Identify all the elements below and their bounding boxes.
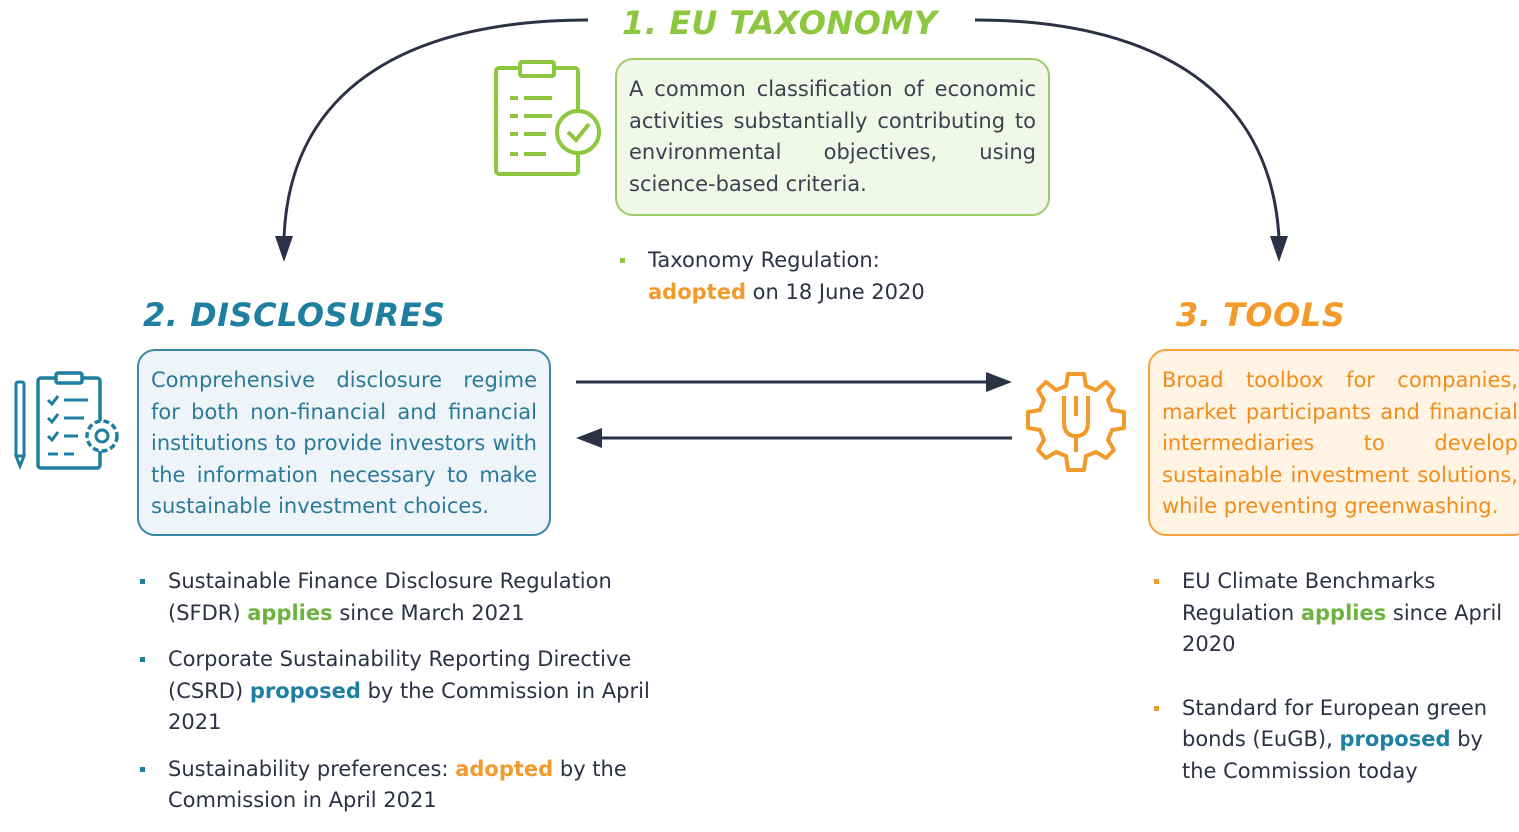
- tools-description: Broad toolbox for companies, market part…: [1162, 368, 1518, 518]
- bullet-post: by the Commission today: [1182, 727, 1483, 783]
- bullet-pre: EU Climate Benchmarks Regulation: [1182, 569, 1436, 625]
- list-item: Sustainability preferences: adopted by t…: [137, 754, 667, 817]
- clipboard-settings-icon: [13, 371, 119, 471]
- bullet-pre: Standard for European green bonds (EuGB)…: [1182, 695, 1488, 752]
- bullet-post: since March 2021: [339, 600, 525, 625]
- bullet-post: since April 2020: [1182, 600, 1503, 657]
- list-item: EU Climate Benchmarks Regulation applies…: [1151, 566, 1519, 661]
- bullet-marker: [140, 657, 145, 662]
- taxonomy-description: A common classification of economic acti…: [629, 77, 1036, 196]
- bullet-pre: Corporate Sustainability Reporting Direc…: [168, 647, 632, 703]
- bullet-post: by the Commission in April 2021: [168, 756, 627, 813]
- status-proposed: proposed: [249, 678, 361, 703]
- clipboard-check-icon: [494, 60, 601, 176]
- bullet-rest: on 18 June 2020: [752, 279, 925, 304]
- taxonomy-bullets: Taxonomy Regulation: adopted on 18 June …: [617, 245, 1017, 323]
- disclosures-description: Comprehensive disclosure regime for both…: [151, 368, 537, 518]
- disclosures-description-box: Comprehensive disclosure regime for both…: [137, 349, 551, 536]
- arrow-taxonomy-to-disclosures: [282, 18, 589, 239]
- disclosures-bullets: Sustainable Finance Disclosure Regulatio…: [137, 566, 667, 832]
- bullet-post: by the Commission in April 2021: [168, 678, 650, 735]
- bullet-marker: [140, 579, 145, 584]
- bullet-pre: Sustainability preferences:: [168, 756, 449, 781]
- bullet-marker: [620, 258, 625, 263]
- list-item: Taxonomy Regulation: adopted on 18 June …: [617, 245, 1017, 308]
- status-proposed: proposed: [1339, 727, 1451, 751]
- bullet-pre: Sustainable Finance Disclosure Regulatio…: [168, 569, 612, 625]
- tools-heading: 3. TOOLS: [1176, 296, 1346, 334]
- tools-description-box: Broad toolbox for companies, market part…: [1148, 349, 1519, 536]
- tools-bullets: EU Climate Benchmarks Regulation applies…: [1151, 566, 1519, 802]
- taxonomy-description-box: A common classification of economic acti…: [615, 58, 1050, 216]
- arrowhead-left: [576, 428, 602, 448]
- status-applies: applies: [1300, 600, 1387, 625]
- arrowhead-right: [986, 372, 1012, 392]
- arrowhead-tools: [1270, 236, 1288, 262]
- wrench-gear-icon: [1026, 372, 1126, 472]
- arrow-taxonomy-to-tools: [974, 18, 1281, 239]
- taxonomy-heading: 1. EU TAXONOMY: [622, 4, 938, 42]
- disclosures-heading: 2. DISCLOSURES: [143, 296, 446, 334]
- bullet-marker: [140, 766, 145, 772]
- bullet-marker: [1154, 579, 1159, 584]
- bullet-marker: [1154, 705, 1159, 711]
- list-item: Standard for European green bonds (EuGB)…: [1151, 693, 1519, 788]
- arrowhead-disclosures: [275, 236, 293, 262]
- status-adopted: adopted: [455, 756, 554, 781]
- list-item: Sustainable Finance Disclosure Regulatio…: [137, 566, 667, 629]
- status-applies: applies: [247, 600, 333, 625]
- list-item: Corporate Sustainability Reporting Direc…: [137, 644, 667, 739]
- status-adopted: adopted: [648, 279, 746, 304]
- bullet-text: Taxonomy Regulation:: [648, 248, 880, 272]
